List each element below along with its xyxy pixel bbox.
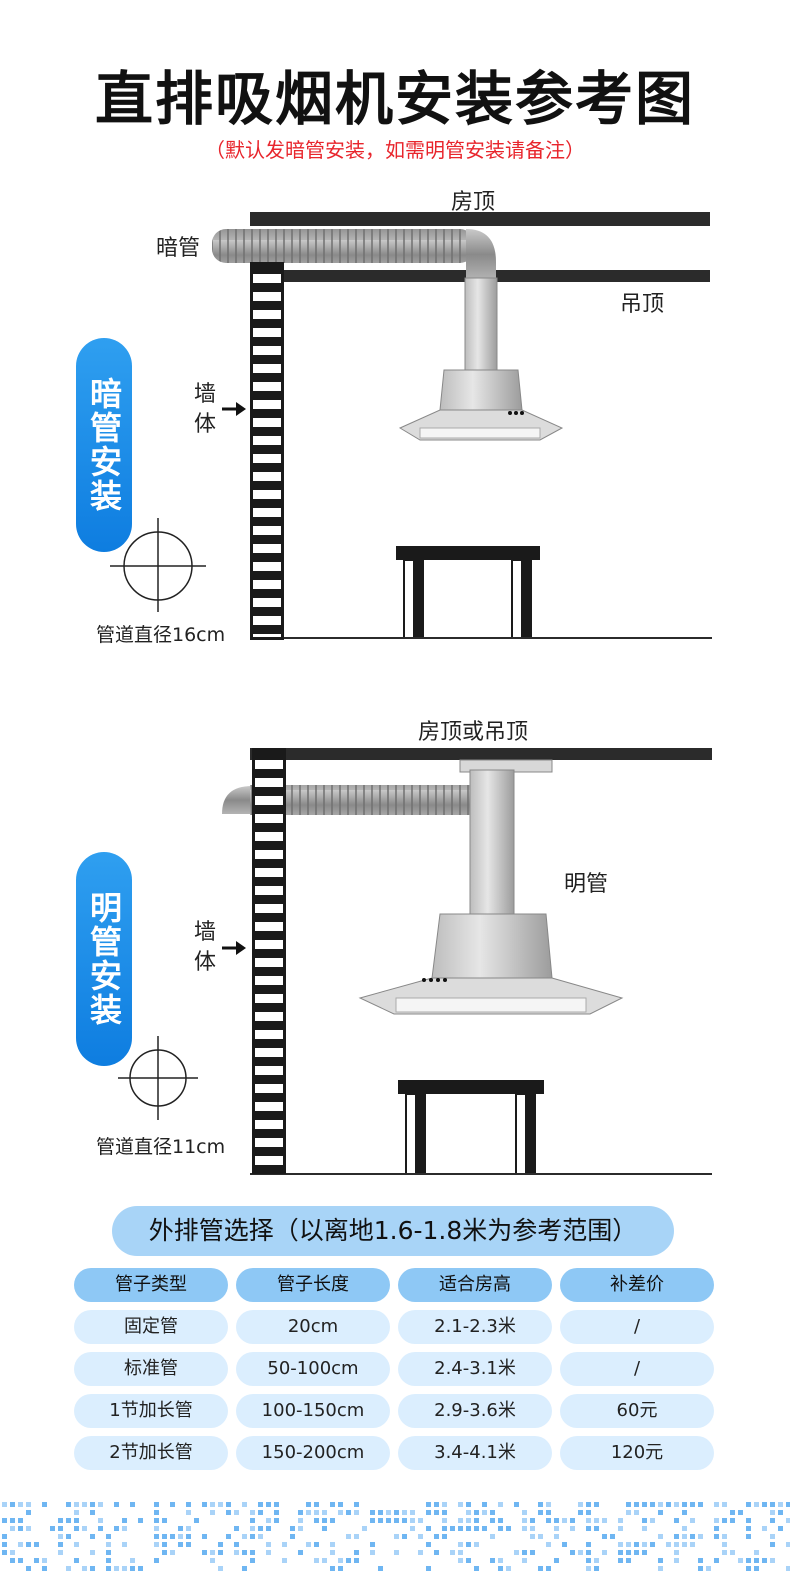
concealed-pipe-label: 暗管 (156, 236, 201, 261)
table-cell: 2节加长管 (74, 1436, 228, 1470)
concealed-install-diagram: 暗管安装 (0, 0, 790, 660)
roof-label: 房顶 (451, 190, 496, 215)
exposed-install-diagram: 明管安装 (0, 700, 790, 1180)
table-cell: 2.9-3.6米 (398, 1394, 552, 1428)
table-cell: / (560, 1310, 714, 1344)
wall-column (252, 748, 286, 1174)
chimney-column (464, 277, 498, 371)
ceiling-beam (250, 748, 712, 760)
table-cell: 3.4-4.1米 (398, 1436, 552, 1470)
exposed-install-drawing (118, 748, 712, 1175)
table-cell: 60元 (560, 1394, 714, 1428)
table-header-cell: 管子类型 (74, 1268, 228, 1302)
pipe-selection-table: 管子类型 管子长度 适合房高 补差价 固定管 20cm 2.1-2.3米 / 标… (74, 1268, 714, 1478)
exposed-install-badge: 明管安装 (76, 852, 132, 1066)
roof-beam (250, 212, 710, 226)
table-cell: 120元 (560, 1436, 714, 1470)
table-cell: 50-100cm (236, 1352, 390, 1386)
exposed-pipe-label: 明管 (564, 872, 609, 897)
table-cell: 2.1-2.3米 (398, 1310, 552, 1344)
table-cell: 150-200cm (236, 1436, 390, 1470)
concealed-duct (212, 229, 474, 263)
table-top (398, 1080, 544, 1094)
table-cell: 固定管 (74, 1310, 228, 1344)
ceiling-label: 吊顶 (620, 292, 665, 317)
table-header-row: 管子类型 管子长度 适合房高 补差价 (74, 1268, 714, 1302)
table-row: 2节加长管 150-200cm 3.4-4.1米 120元 (74, 1436, 714, 1470)
table-cell: / (560, 1352, 714, 1386)
page-title: 直排吸烟机安装参考图 (94, 65, 695, 133)
decorative-dot-pattern (2, 1502, 790, 1571)
table-row: 标准管 50-100cm 2.4-3.1米 / (74, 1352, 714, 1386)
table-row: 固定管 20cm 2.1-2.3米 / (74, 1310, 714, 1344)
pipe-table-title: 外排管选择（以离地1.6-1.8米为参考范围） (112, 1206, 674, 1256)
table-top (396, 546, 540, 560)
page-subtitle: （默认发暗管安装，如需明管安装请备注） (205, 138, 585, 162)
roof-or-ceiling-label: 房顶或吊顶 (418, 720, 529, 745)
concealed-install-badge: 暗管安装 (76, 338, 132, 552)
table-cell: 1节加长管 (74, 1394, 228, 1428)
wall-label-1: 墙 (193, 382, 216, 407)
concealed-install-drawing (110, 212, 712, 639)
diameter-label: 管道直径11cm (96, 1136, 226, 1158)
wall-column (250, 262, 284, 640)
wall-label-1: 墙 (193, 920, 216, 945)
chimney-column (469, 769, 515, 915)
exposed-duct (250, 785, 472, 815)
range-hood (431, 913, 553, 979)
table-cell: 2.4-3.1米 (398, 1352, 552, 1386)
table-row: 1节加长管 100-150cm 2.9-3.6米 60元 (74, 1394, 714, 1428)
wall-label-2: 体 (193, 950, 216, 975)
table-header-cell: 补差价 (560, 1268, 714, 1302)
table-cell: 标准管 (74, 1352, 228, 1386)
diameter-label: 管道直径16cm (96, 624, 226, 646)
wall-label-2: 体 (193, 412, 216, 437)
table-cell: 100-150cm (236, 1394, 390, 1428)
table-cell: 20cm (236, 1310, 390, 1344)
range-hood (439, 369, 523, 411)
table-header-cell: 适合房高 (398, 1268, 552, 1302)
table-header-cell: 管子长度 (236, 1268, 390, 1302)
